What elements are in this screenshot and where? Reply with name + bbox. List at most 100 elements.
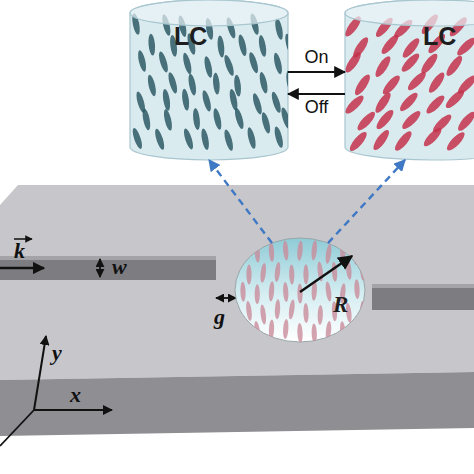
slab-top [0,185,474,380]
lc-molecule [251,92,264,115]
lc-molecule [141,108,152,131]
lc-molecule [217,35,226,58]
lc-molecule [272,52,283,75]
lc-molecule [187,73,197,96]
lc-molecule [246,265,251,285]
lc-molecule [426,70,447,94]
lc-molecule [355,109,377,132]
lc-molecule [247,51,259,74]
lc-molecule [260,263,267,283]
lc-molecule [255,284,260,304]
lc-molecule [258,71,269,94]
dashed-pointer [328,160,405,243]
lc-molecule [424,93,447,116]
axis-label: x [70,382,81,408]
lc-molecule [444,130,467,153]
lc-molecule [282,240,289,260]
lc-molecule [181,88,190,111]
lc-molecule [274,299,280,319]
lc-molecule [253,321,261,342]
lc-molecule [317,261,324,281]
lc-molecule [212,108,223,131]
lc-molecule [228,88,239,111]
lc-molecule [283,319,289,339]
lc-molecule [353,245,361,265]
lc-molecule [311,323,317,343]
lc-molecule [374,108,396,132]
edge-label: On [304,47,328,68]
lc-molecule [270,91,283,114]
dimension-label: R [333,292,348,318]
gap-dimension [216,297,236,299]
lc-molecule [325,321,332,341]
lc-molecule [303,264,308,284]
y-axis [34,336,46,410]
lc-molecule [288,299,296,320]
lc-molecule [360,260,365,280]
dimension-label: w [112,254,127,280]
lc-molecule [200,128,210,151]
lc-molecule [347,130,369,154]
lc-molecule [400,109,423,132]
lc-molecule [203,55,214,78]
lc-molecule [303,303,309,323]
dimension-label: k [14,238,25,264]
slab-front [0,372,474,436]
lc-molecule [240,282,246,302]
lc-molecule [274,262,281,282]
lc-molecule [273,126,285,149]
lc-molecule [354,324,359,344]
lc-molecule [268,281,275,301]
lc-molecule [343,93,366,116]
lc-molecule [311,281,317,301]
lc-molecule [317,305,323,325]
lc-molecule [380,73,402,97]
lc-molecule [373,54,393,79]
microdisk-cavity: R [235,238,365,342]
x-axis [34,409,112,411]
lc-molecule [325,281,333,302]
lc-molecule [285,70,294,93]
edge-label: Off [305,97,329,118]
lc-molecule [371,128,392,152]
lc-molecule [167,71,179,94]
lc-molecule [146,74,157,97]
waveguide-edge [0,256,216,260]
lc-molecule [259,304,267,324]
lc-molecule [345,259,352,279]
lc-molecule [297,323,303,343]
lc-molecule [201,89,213,112]
lc-molecule [421,126,444,149]
lc-molecule [162,108,173,131]
lc-molecule [473,130,474,154]
lc-molecule [284,33,296,56]
lc-molecule [354,279,360,299]
lc-molecule [455,35,474,58]
lc-molecule [181,52,193,75]
switch-arrow [288,93,345,95]
radius-arrow [300,256,352,292]
lc-molecule [192,108,201,131]
wave-vector-arrow [0,267,44,270]
axis-line [0,410,34,446]
lc-cylinder: LC [345,0,474,160]
lc-molecule [340,244,346,264]
lc-molecule [131,127,144,150]
lc-molecule [157,51,170,74]
dashed-pointer [209,160,272,243]
lc-molecule [148,33,156,55]
lc-molecule [283,282,289,302]
lc-molecule [257,35,267,58]
width-dimension [99,259,101,277]
cylinder-body [130,0,288,160]
lc-molecule [456,109,474,133]
axis-label: y [52,340,62,366]
lc-molecule [212,72,220,94]
lc-molecule [379,33,401,57]
lc-molecule [237,34,248,57]
lc-molecule [274,18,285,41]
lc-molecule [398,90,421,113]
bus-waveguide [0,256,216,280]
lc-cylinder: LC [130,0,288,160]
lc-molecule [223,129,235,152]
